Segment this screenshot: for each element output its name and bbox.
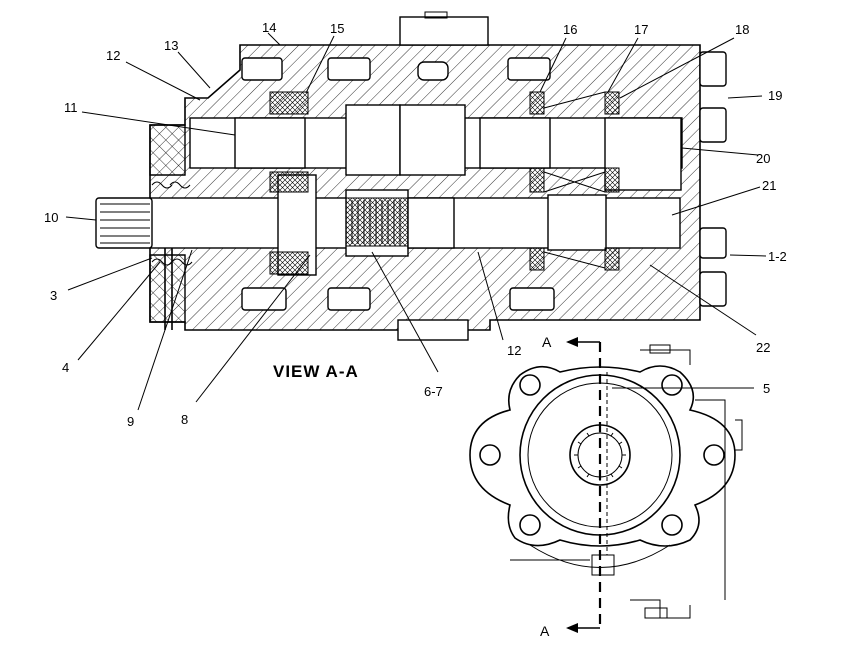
end-view-top-port (640, 349, 691, 365)
bottom-bolt-3 (509, 287, 555, 311)
section-label-top: A (542, 334, 552, 350)
end-view-flange (469, 365, 736, 547)
side-bolt-1 (699, 51, 727, 87)
bolt-hole-bl (519, 514, 541, 536)
seal-16 (529, 91, 545, 115)
seal-lower-1 (529, 247, 545, 271)
seal-mid-1 (529, 167, 545, 193)
callout-18: 18 (735, 22, 749, 37)
seal-lower-2 (604, 247, 620, 271)
bottom-boss (397, 319, 469, 341)
upper-gear-right (479, 117, 551, 169)
bolt-hole-tr (661, 374, 683, 396)
port-lines (543, 91, 606, 269)
leader-lines (65, 32, 767, 411)
side-bolt-3 (699, 227, 727, 259)
front-flange (149, 124, 186, 323)
coupling (407, 197, 455, 249)
lip-seals (151, 181, 193, 266)
side-bolt-2 (699, 107, 727, 143)
seal-mid-2 (604, 167, 620, 193)
bolt-hole-l (479, 444, 501, 466)
end-view-bottom-bracket (630, 599, 691, 619)
side-bolt-4 (699, 271, 727, 307)
callout-10: 10 (44, 210, 58, 225)
end-view-side-body (695, 399, 726, 600)
callout-1-2: 1-2 (768, 249, 787, 264)
section-label-bottom: A (540, 623, 550, 639)
callout-21: 21 (762, 178, 776, 193)
top-bolt-1 (241, 57, 283, 81)
callout-16: 16 (563, 22, 577, 37)
callout-19: 19 (768, 88, 782, 103)
seal-17 (604, 91, 620, 115)
end-view-side-port (735, 419, 743, 451)
section-view (95, 11, 727, 341)
callout-12-top: 12 (106, 48, 120, 63)
seal-upper-lower (269, 171, 309, 193)
end-view-key (591, 554, 615, 576)
bolt-hole-tl (519, 374, 541, 396)
callout-9: 9 (127, 414, 134, 429)
callout-20: 20 (756, 151, 770, 166)
section-arrow-bottom-head (566, 623, 578, 633)
callout-22: 22 (756, 340, 770, 355)
callout-12-bottom: 12 (507, 343, 521, 358)
callout-15: 15 (330, 21, 344, 36)
upper-center (399, 104, 466, 176)
callout-11: 11 (64, 100, 78, 115)
top-bolt-3 (507, 57, 551, 81)
drive-gear-2 (547, 194, 607, 251)
bolt-hole-br (661, 514, 683, 536)
upper-bearing-left (345, 104, 401, 176)
callout-13: 13 (164, 38, 178, 53)
upper-gear-left (234, 117, 306, 169)
splined-shaft-end (95, 197, 153, 249)
view-label: VIEW A-A (273, 362, 359, 381)
callout-3: 3 (50, 288, 57, 303)
callout-labels: 14 15 13 12 11 10 3 4 9 8 6-7 12 16 17 1… (44, 20, 787, 429)
top-plug (417, 61, 449, 81)
bottom-bolt-2 (327, 287, 371, 311)
end-view-bottom-plug (644, 607, 668, 619)
seal-8 (269, 251, 309, 275)
callout-14: 14 (262, 20, 276, 35)
end-view: A A (469, 334, 754, 639)
callout-5: 5 (763, 381, 770, 396)
end-view-top-plug (649, 344, 671, 354)
callout-6-7: 6-7 (424, 384, 443, 399)
callout-8: 8 (181, 412, 188, 427)
bolt-hole-r (703, 444, 725, 466)
top-boss-cap (424, 11, 448, 19)
seal-15 (269, 91, 309, 115)
callout-4: 4 (62, 360, 69, 375)
needle-rollers (351, 200, 401, 244)
bottom-bolt-1 (241, 287, 287, 311)
shaft-splines (100, 203, 150, 244)
section-arrow-top-head (566, 337, 578, 347)
needle-bearing (345, 197, 409, 247)
top-bolt-2 (327, 57, 371, 81)
callout-17: 17 (634, 22, 648, 37)
top-boss (399, 16, 489, 46)
